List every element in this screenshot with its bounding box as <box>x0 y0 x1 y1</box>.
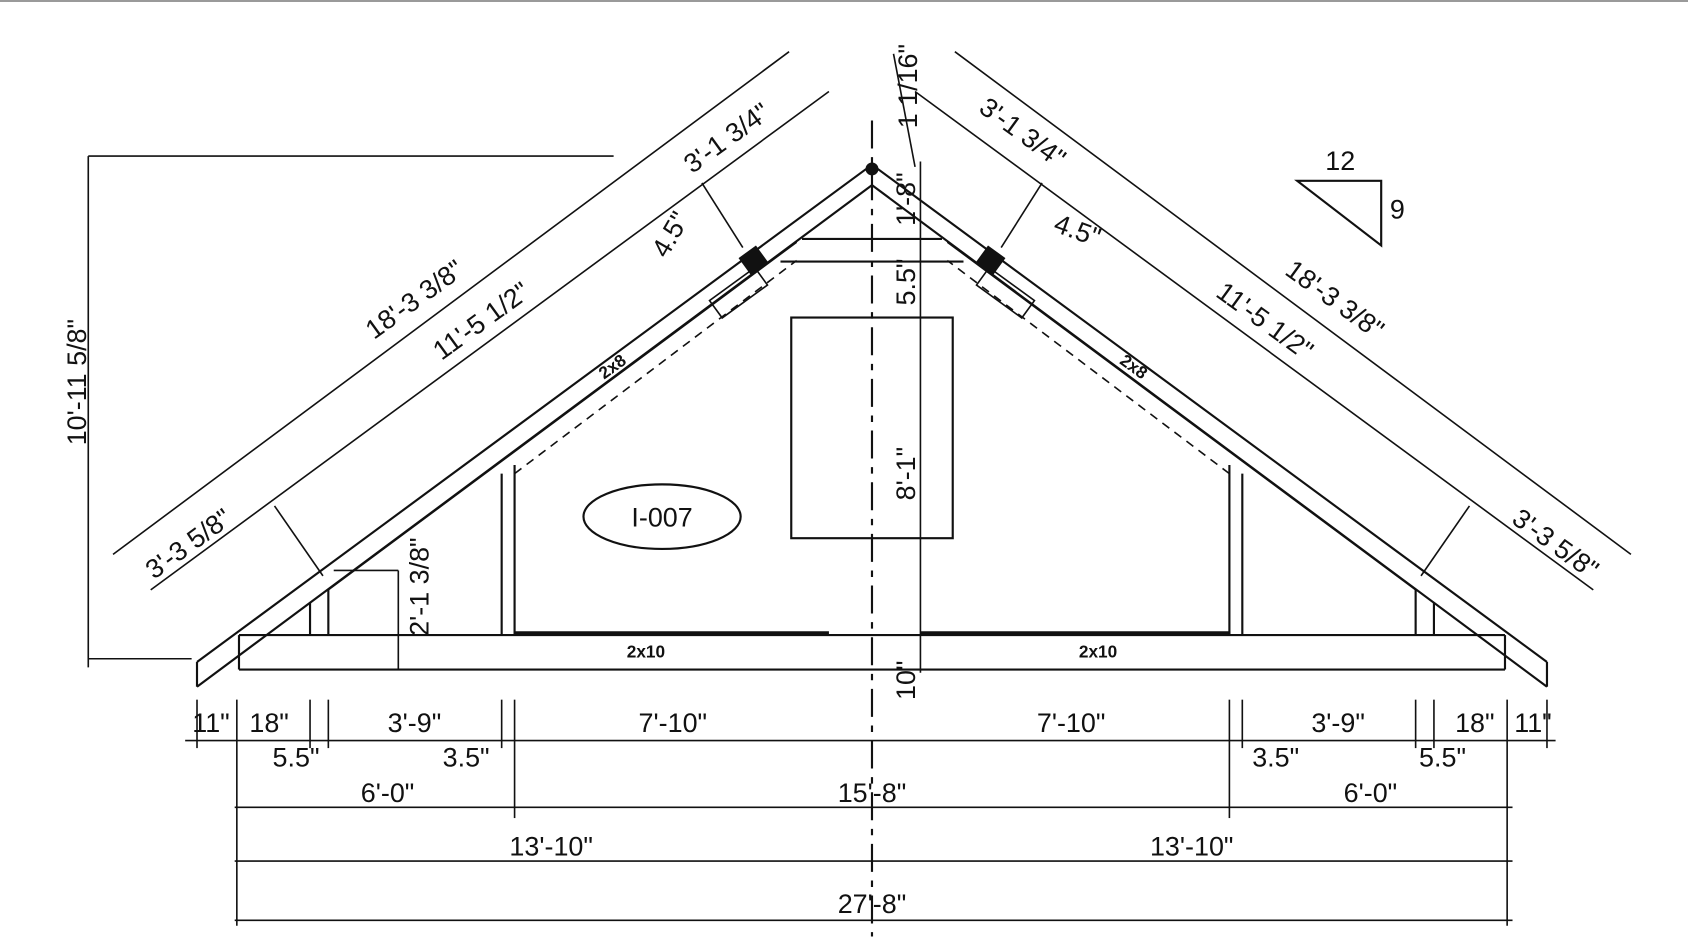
bottom-chord <box>237 631 1507 671</box>
chord-depth: 10" <box>891 661 921 700</box>
dim: 5.5" <box>273 742 320 772</box>
dim: 3'-9" <box>388 708 442 738</box>
left-rafter-size: 2x8 <box>595 350 630 383</box>
knee-walls <box>308 465 1436 636</box>
left-rafter <box>195 163 873 688</box>
dimension-lines <box>87 51 1632 926</box>
pitch-triangle <box>1294 179 1383 248</box>
right-ceiling-line <box>946 259 1230 475</box>
dim: 11" <box>1514 708 1551 738</box>
dimension-row-3: 13'-10" 13'-10" <box>509 832 1233 862</box>
dim: 7'-10" <box>639 708 708 738</box>
dimension-row-1: 11" 18" 3'-9" 7'-10" 7'-10" 3'-9" 18" 11… <box>192 708 1551 738</box>
left-chord-size: 2x10 <box>627 642 665 662</box>
dim: 18" <box>1455 708 1494 738</box>
truss-tag: I-007 <box>631 502 692 532</box>
pitch-run: 12 <box>1325 146 1355 176</box>
collar-depth: 5.5" <box>891 259 921 306</box>
upper-height: 1'-8" <box>891 172 921 226</box>
right-offset: 4.5" <box>1050 208 1104 252</box>
room-height: 8'-1" <box>891 447 921 501</box>
window-top-border <box>0 0 1688 2</box>
peak-node <box>865 162 879 176</box>
right-top-length: 3'-1 3/4" <box>974 92 1071 174</box>
dimension-row-2: 6'-0" 15'-8" 6'-0" <box>361 778 1397 808</box>
dim: 3'-9" <box>1311 708 1365 738</box>
dim: 5.5" <box>1419 742 1466 772</box>
dim: 7'-10" <box>1037 708 1106 738</box>
dim: 6'-0" <box>361 778 415 808</box>
tag-ellipse <box>582 483 742 551</box>
left-eave-length: 3'-3 5/8" <box>140 503 237 585</box>
dim: 15'-8" <box>838 778 907 808</box>
peak-offset: 1 1/16" <box>893 44 923 128</box>
right-eave-length: 3'-3 5/8" <box>1507 503 1604 585</box>
dim: 6'-0" <box>1344 778 1398 808</box>
left-connector <box>738 245 769 276</box>
dimension-row-4: 27'-8" <box>838 889 907 919</box>
dim: 3.5" <box>1252 742 1299 772</box>
overall-span: 27'-8" <box>838 889 907 919</box>
dim: 13'-10" <box>1150 832 1234 862</box>
dim: 11" <box>192 708 229 738</box>
right-rafter <box>871 163 1549 688</box>
dimension-row-1b: 5.5" 3.5" 3.5" 5.5" <box>273 742 1466 772</box>
right-chord-size: 2x10 <box>1079 642 1117 662</box>
overall-height: 10'-11 5/8" <box>62 319 92 445</box>
right-connector <box>975 245 1006 276</box>
pitch-rise: 9 <box>1390 195 1405 225</box>
dim: 13'-10" <box>509 832 593 862</box>
left-offset: 4.5" <box>646 207 695 263</box>
dim: 3.5" <box>443 742 490 772</box>
left-ceiling-line <box>514 259 798 475</box>
dim: 18" <box>249 708 288 738</box>
knee-height: 2'-1 3/8" <box>404 537 434 635</box>
right-rafter-size: 2x8 <box>1116 350 1151 383</box>
